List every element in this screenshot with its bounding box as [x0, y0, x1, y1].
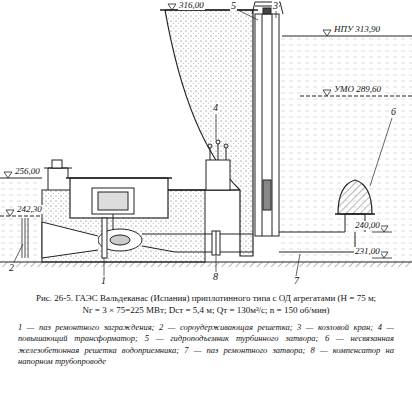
drawing-stroke [168, 4, 176, 10]
drawing-stroke [22, 218, 23, 258]
drawing-stroke [4, 4, 392, 258]
drawing-stroke [255, 14, 279, 236]
drawing-stroke [282, 36, 412, 37]
legend-text: 1 — паз ремонтного заграждения; 2 — соро… [18, 322, 394, 368]
drawing-stroke [335, 213, 375, 214]
drawing-stroke [212, 231, 220, 255]
drawing-stroke [380, 252, 388, 258]
drawing-stroke [66, 177, 172, 179]
drawing-stroke [263, 180, 271, 210]
drawing-stroke [0, 178, 42, 261]
drawing-stroke [22, 218, 28, 258]
drawing-stroke [6, 210, 14, 216]
callout-number: 2 [8, 263, 15, 273]
elevation-mark: УМО 289,60 [333, 85, 382, 94]
elevation-mark: 231,00 [354, 247, 381, 256]
elevation-mark: НПУ 313,90 [333, 25, 381, 34]
drawing-stroke [104, 258, 105, 276]
drawing-stroke [224, 144, 228, 148]
drawing-stroke [110, 235, 130, 245]
drawing-stroke [142, 234, 175, 252]
drawing-stroke [208, 144, 212, 148]
callout-number: 3 [272, 1, 279, 11]
drawing-stroke [279, 232, 355, 252]
drawing-stroke [42, 222, 98, 258]
drawing-stroke [14, 10, 392, 276]
elevation-mark: 316,00 [178, 1, 205, 10]
drawing-stroke [323, 90, 331, 96]
drawing-stroke [70, 178, 168, 218]
drawing-stroke [238, 10, 258, 20]
drawing-stroke [113, 214, 114, 230]
drawing-stroke [276, 11, 277, 18]
drawing-stroke [216, 114, 217, 140]
drawing-stroke [216, 140, 220, 144]
drawing-stroke [262, 14, 263, 236]
callout-number: 1 [100, 276, 107, 286]
drawing-stroke [92, 188, 134, 214]
elevation-mark: 256,00 [14, 167, 41, 176]
drawing-stroke [216, 231, 217, 255]
drawing-stroke [380, 226, 388, 232]
drawing-stroke [296, 254, 300, 276]
drawing-stroke [206, 160, 230, 190]
drawing-stroke [281, 36, 412, 261]
drawing-stroke [28, 218, 29, 258]
drawing-stroke [338, 180, 372, 214]
drawing-stroke [102, 218, 107, 258]
drawing-stroke [323, 30, 331, 36]
elevation-mark: 242,30 [16, 205, 43, 214]
drawing-stroke [25, 218, 26, 258]
callout-number: 5 [230, 1, 237, 11]
drawing-stroke [0, 178, 42, 179]
drawing-stroke [98, 192, 128, 210]
drawing-stroke [252, 2, 283, 14]
drawing-stroke [216, 256, 217, 272]
drawing-stroke [272, 14, 273, 236]
drawing-stroke [370, 118, 392, 186]
callout-number: 8 [212, 272, 219, 282]
drawing-stroke [4, 172, 12, 178]
drawing-stroke [14, 244, 23, 262]
drawing-stroke [52, 160, 62, 168]
drawing-stroke [0, 2, 412, 276]
drawing-stroke [263, 8, 271, 14]
drawing-stroke [44, 168, 72, 190]
callout-number: 7 [293, 276, 300, 286]
elevation-mark: 240,00 [354, 221, 381, 230]
figure-caption: Рис. 26-5. ГАЭС Вальдеканас (Испания) пр… [30, 293, 382, 316]
drawing-stroke [0, 262, 412, 267]
drawing-stroke [300, 96, 412, 97]
callout-number: 4 [212, 103, 219, 113]
callout-number: 6 [390, 107, 397, 117]
drawing-stroke [160, 9, 258, 10]
drawing-stroke [0, 216, 40, 217]
drawing-stroke [42, 190, 205, 262]
